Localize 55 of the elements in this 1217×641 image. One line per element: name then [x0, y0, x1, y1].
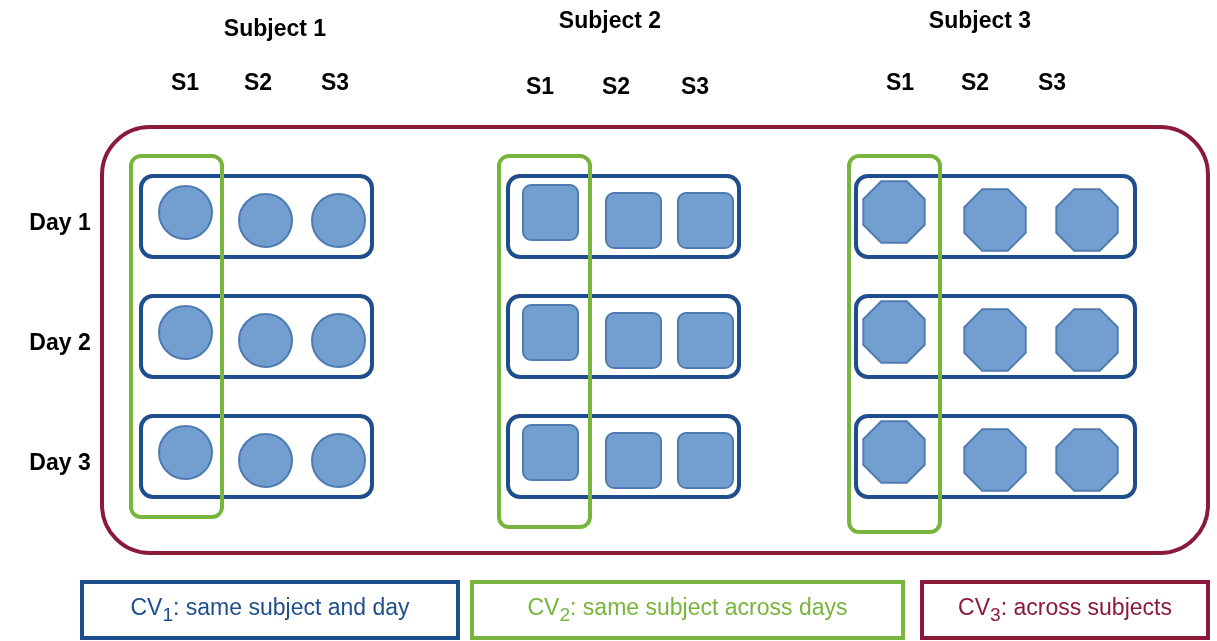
square-marker [522, 423, 579, 481]
octagon-marker [1055, 308, 1119, 372]
square-marker [605, 311, 662, 369]
square-marker [605, 191, 662, 249]
legend-text: CV$_{3}$: across subjects [958, 594, 1172, 626]
octagon-marker [1055, 188, 1119, 252]
circle-marker [311, 432, 366, 488]
circle-marker [158, 184, 213, 240]
circle-marker [238, 312, 293, 368]
circle-marker [158, 424, 213, 480]
sample-label: S1 [170, 68, 200, 96]
sample-label: S1 [885, 68, 915, 96]
octagon-marker [862, 180, 926, 244]
row-outline [854, 294, 1137, 379]
row-label: Day 2 [29, 328, 91, 356]
row-outline [854, 174, 1137, 259]
sample-label: S2 [601, 72, 631, 100]
group-outline [497, 154, 592, 529]
sample-label: S2 [960, 68, 990, 96]
legend-text: CV$_{1}$: same subject and day [130, 594, 410, 626]
square-marker [522, 183, 579, 241]
sample-label: S3 [320, 68, 350, 96]
octagon-marker [862, 300, 926, 364]
legend-text: CV$_{2}$: same subject across days [527, 594, 848, 626]
sample-label: S3 [1037, 68, 1067, 96]
column-heading: Subject 3 [928, 6, 1032, 34]
row-outline [506, 174, 741, 259]
group-outline [129, 154, 224, 519]
rounded-frame [100, 125, 1210, 555]
sample-label: S1 [525, 72, 555, 100]
square-marker [605, 431, 662, 489]
octagon-marker [862, 420, 926, 484]
square-marker [522, 303, 579, 361]
circle-marker [311, 312, 366, 368]
square-marker [677, 191, 734, 249]
column-heading: Subject 1 [223, 14, 327, 42]
group-outline [847, 154, 942, 534]
sample-label: S2 [243, 68, 273, 96]
row-outline [506, 414, 741, 499]
row-outline [506, 294, 741, 379]
circle-marker [238, 192, 293, 248]
square-marker [677, 311, 734, 369]
column-heading: Subject 2 [558, 6, 662, 34]
octagon-marker [963, 188, 1027, 252]
octagon-marker [963, 428, 1027, 492]
row-label: Day 3 [29, 448, 91, 476]
octagon-marker [963, 308, 1027, 372]
octagon-marker [1055, 428, 1119, 492]
row-label: Day 1 [29, 208, 91, 236]
circle-marker [158, 304, 213, 360]
square-marker [677, 431, 734, 489]
sample-label: S3 [680, 72, 710, 100]
row-outline [854, 414, 1137, 499]
circle-marker [238, 432, 293, 488]
circle-marker [311, 192, 366, 248]
